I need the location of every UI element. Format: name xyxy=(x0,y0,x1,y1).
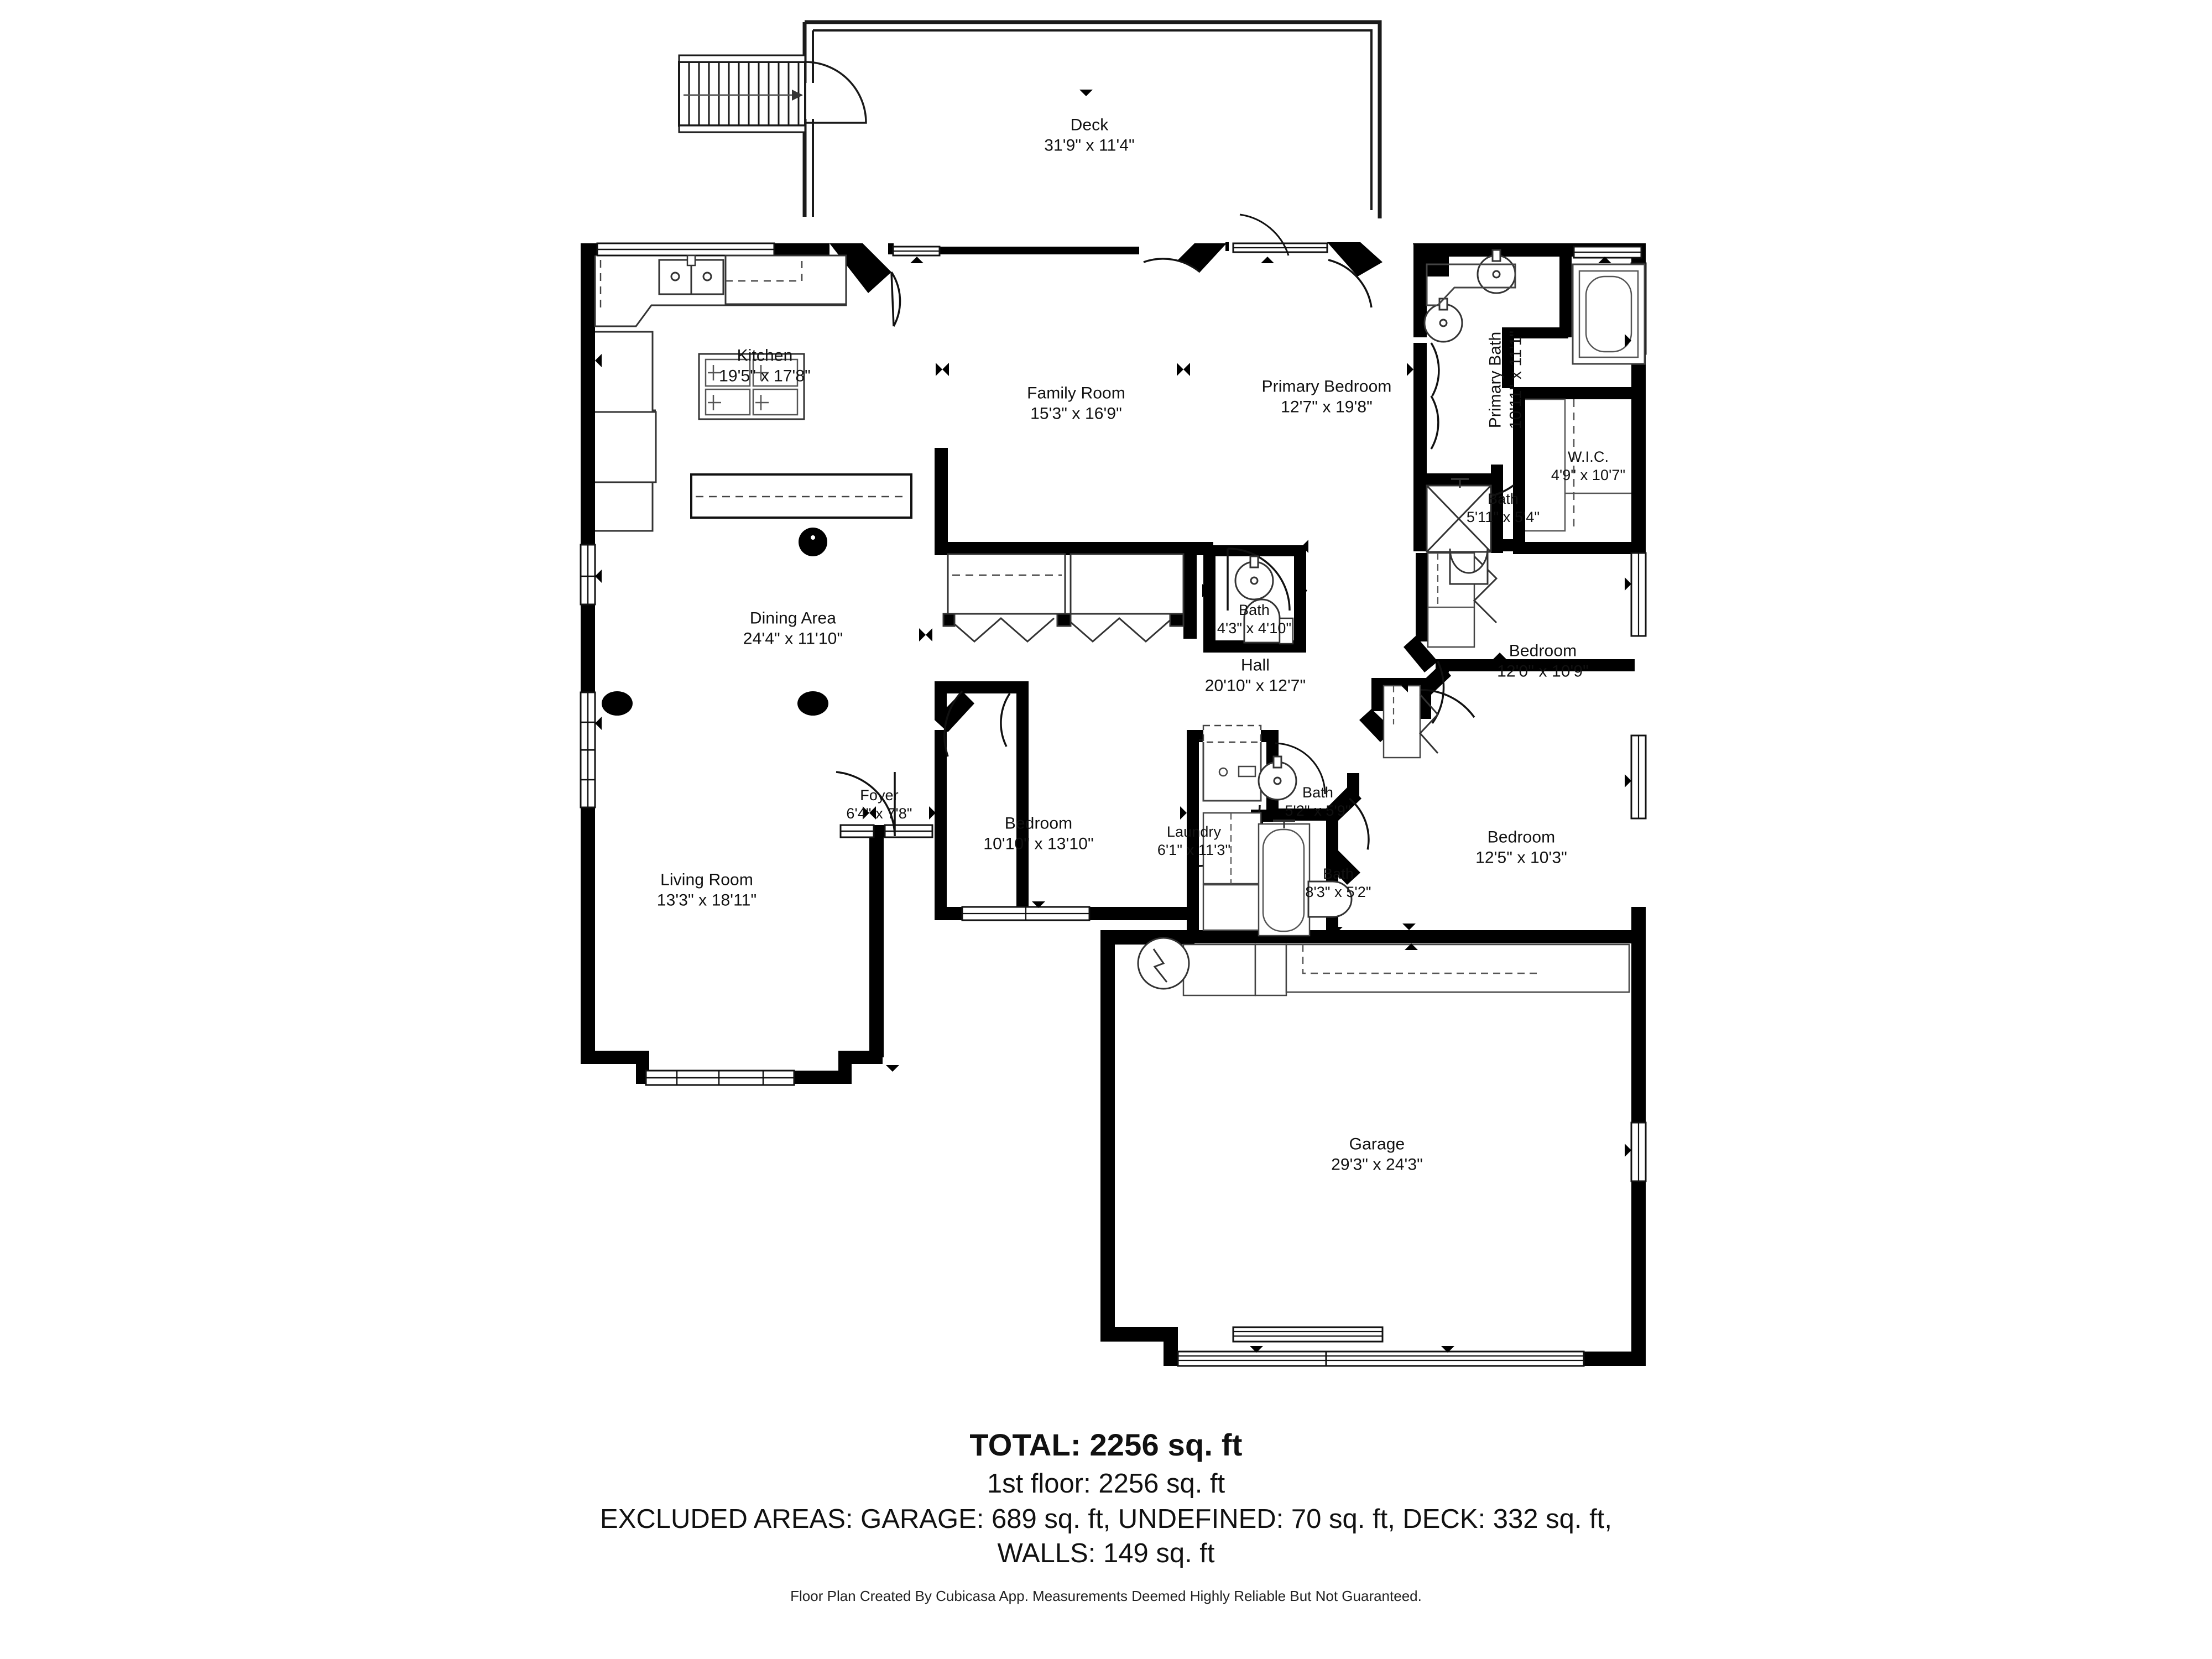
credit-line: Floor Plan Created By Cubicasa App. Meas… xyxy=(790,1588,1422,1604)
floor-plan-svg xyxy=(580,20,1647,1367)
total-area-label: TOTAL: 2256 sq. ft xyxy=(969,1427,1243,1462)
floor-area-label: 1st floor: 2256 sq. ft xyxy=(987,1469,1225,1499)
windows xyxy=(580,242,1647,1367)
excluded-areas-line2: WALLS: 149 sq. ft xyxy=(997,1538,1215,1568)
excluded-areas-line1: EXCLUDED AREAS: GARAGE: 689 sq. ft, UNDE… xyxy=(600,1504,1612,1534)
deck-outline xyxy=(802,20,1382,218)
floor-plan-drawing xyxy=(580,20,1647,1367)
area-summary: TOTAL: 2256 sq. ft 1st floor: 2256 sq. f… xyxy=(0,1427,2212,1605)
deck-stairs xyxy=(678,54,867,133)
wall-markers xyxy=(595,90,1631,1353)
floor-markers xyxy=(602,528,828,716)
